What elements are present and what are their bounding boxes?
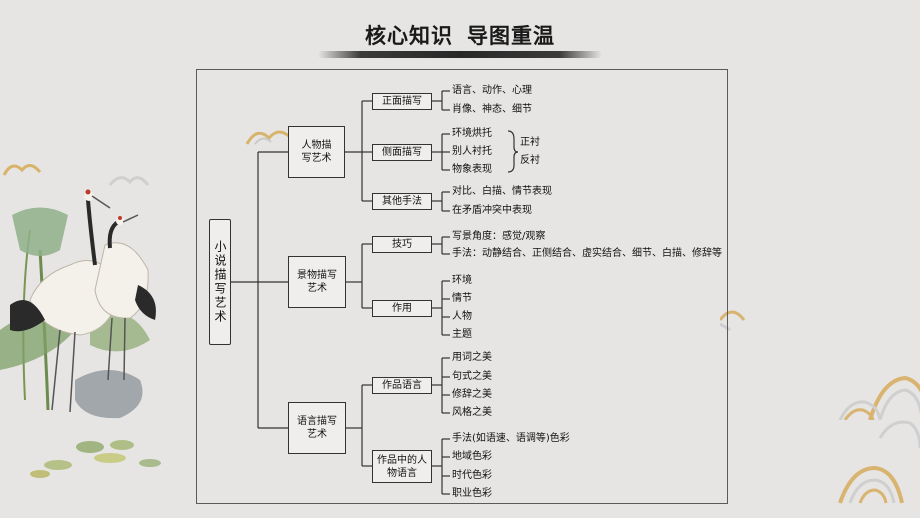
- branch-character-label: 人物描写艺术: [301, 140, 332, 164]
- branch-language-label: 语言描写艺术: [297, 416, 337, 440]
- leaf-work-1: 用词之美: [452, 352, 492, 363]
- sub-side: 侧面描写: [372, 144, 432, 161]
- crane-lotus-illustration: [0, 164, 161, 478]
- leaf-work-3: 修辞之美: [452, 389, 492, 400]
- leaf-other-2: 在矛盾冲突中表现: [452, 205, 532, 216]
- leaf-side-1: 环境烘托: [452, 128, 492, 139]
- sub-direct: 正面描写: [372, 93, 432, 110]
- leaf-direct-2: 肖像、神态、细节: [452, 104, 532, 115]
- sub-function: 作用: [372, 300, 432, 317]
- leaf-function-4: 主题: [452, 329, 472, 340]
- leaf-function-1: 环境: [452, 275, 472, 286]
- page-title: 核心知识导图重温: [0, 20, 920, 50]
- branch-scenery: 景物描写艺术: [288, 256, 346, 308]
- leaf-function-2: 情节: [452, 293, 472, 304]
- leaf-skill-1: 写景角度：感觉/观察: [452, 231, 546, 242]
- wave-corner-icon: [838, 420, 920, 504]
- leaf-skill-2: 手法：动静结合、正侧结合、虚实结合、细节、白描、修辞等: [452, 248, 722, 259]
- leaf-charlang-2: 地域色彩: [452, 451, 492, 462]
- leaf-side-3: 物象表现: [452, 164, 492, 175]
- leaf-other-1: 对比、白描、情节表现: [452, 186, 552, 197]
- leaf-charlang-3: 时代色彩: [452, 470, 492, 481]
- branch-language: 语言描写艺术: [288, 402, 346, 454]
- mindmap-frame: [196, 69, 728, 504]
- title-part-2: 导图重温: [467, 24, 555, 48]
- leaf-work-4: 风格之美: [452, 407, 492, 418]
- leaf-contrast-negative: 反衬: [520, 155, 540, 166]
- branch-character: 人物描写艺术: [288, 126, 345, 178]
- title-part-1: 核心知识: [365, 24, 453, 48]
- leaf-work-2: 句式之美: [452, 371, 492, 382]
- sub-other: 其他手法: [372, 193, 432, 210]
- leaf-charlang-4: 职业色彩: [452, 488, 492, 499]
- leaf-function-3: 人物: [452, 311, 472, 322]
- sub-character-language-label: 作品中的人物语言: [377, 454, 427, 479]
- title-underline: [318, 51, 602, 58]
- sub-skill: 技巧: [372, 236, 432, 253]
- leaf-contrast-positive: 正衬: [520, 137, 540, 148]
- branch-scenery-label: 景物描写艺术: [297, 270, 337, 294]
- sub-work-language: 作品语言: [372, 377, 432, 394]
- leaf-side-2: 别人衬托: [452, 146, 492, 157]
- sub-character-language: 作品中的人物语言: [372, 450, 432, 483]
- leaf-direct-1: 语言、动作、心理: [452, 85, 532, 96]
- root-node: 小说描写艺术: [209, 219, 231, 345]
- leaf-charlang-1: 手法(如语速、语调等)色彩: [452, 433, 570, 444]
